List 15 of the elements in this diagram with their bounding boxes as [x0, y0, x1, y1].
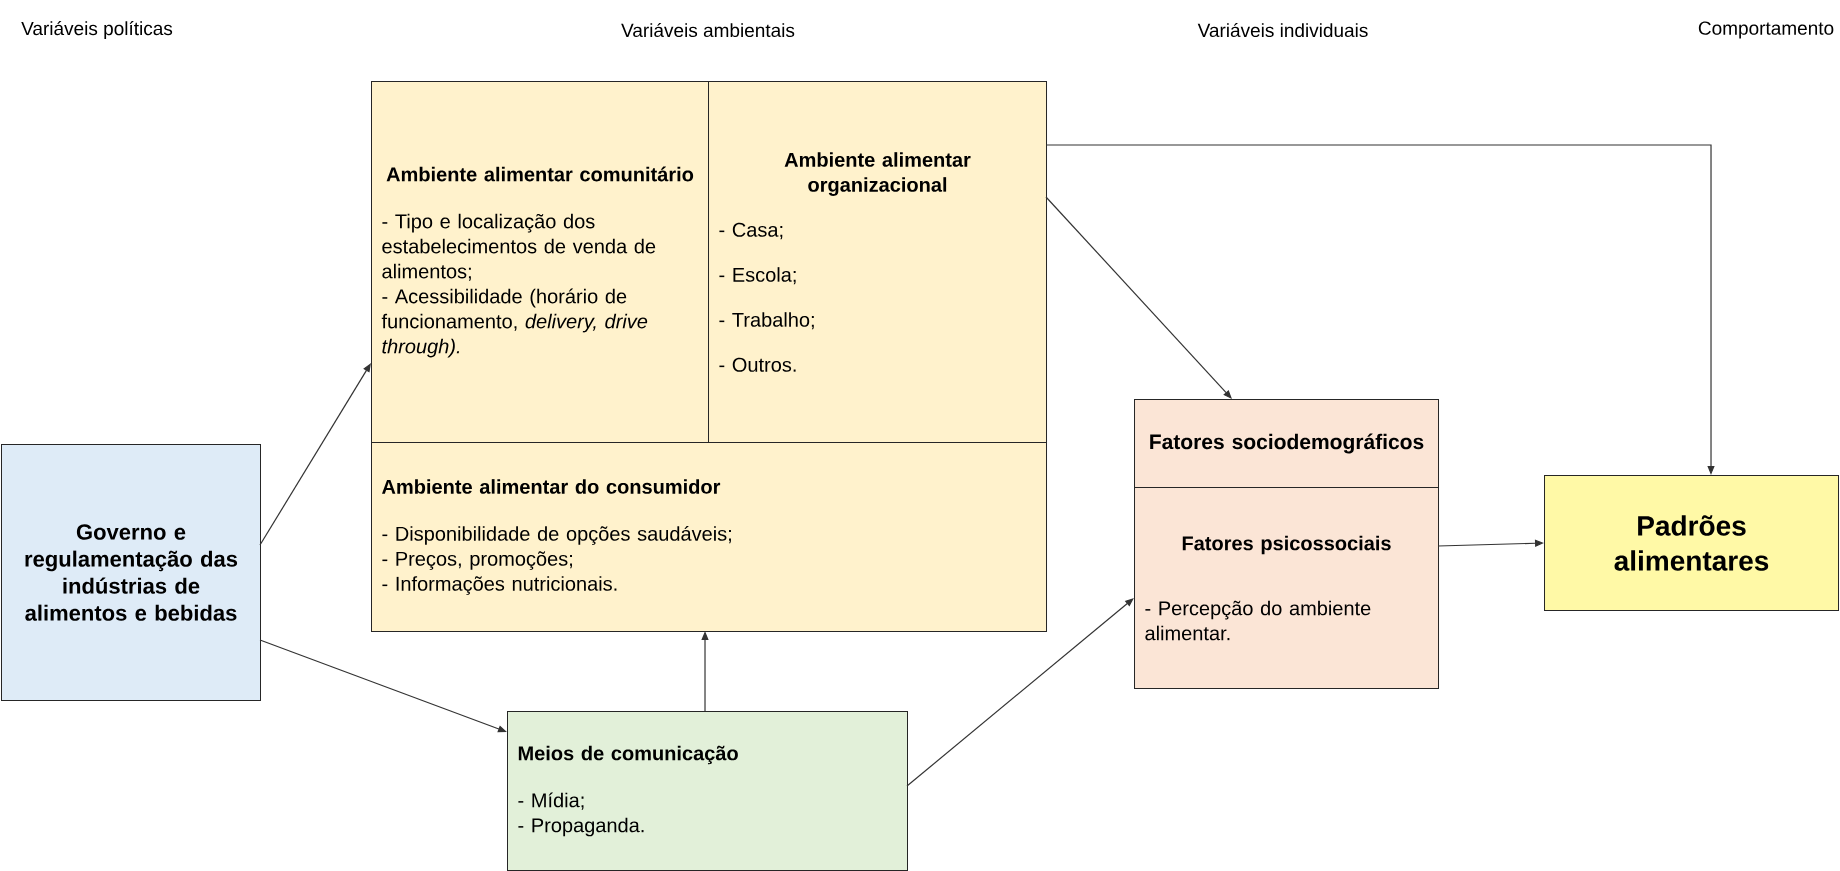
column-heading: Comportamento — [1698, 21, 1834, 39]
text-panel: Fatores sociodemográficos — [1134, 399, 1439, 488]
process-box: Meios de comunicação - Mídia; - Propaganda. — [507, 711, 908, 871]
column-heading: Variáveis ambientais — [621, 22, 795, 38]
arrow — [906, 598, 1134, 787]
text-panel: Ambiente alimentar organizacional - Casa; - Escola; - Trabalho; - Outros. — [708, 81, 1047, 443]
text-panel: Ambiente alimentar do consumidor - Disponibilidade de opções saudáveis; - Preços, promoções; - Informações nutricionais. — [371, 442, 1047, 632]
text-panel: Ambiente alimentar comunitário - Tipo e localização dos estabelecimentos de venda de alimentos; - Acessibilidade (horário de funcionamento, delivery, drive through). — [371, 81, 709, 443]
arrow — [259, 363, 371, 546]
process-box: Padrões alimentares — [1544, 475, 1839, 611]
arrow — [1045, 196, 1232, 399]
column-heading: Variáveis políticas — [21, 21, 173, 39]
process-box: Governo e regulamentação das indústrias de alimentos e bebidas — [1, 444, 261, 701]
arrow — [259, 639, 507, 733]
column-heading: Variáveis individuais — [1197, 22, 1368, 38]
